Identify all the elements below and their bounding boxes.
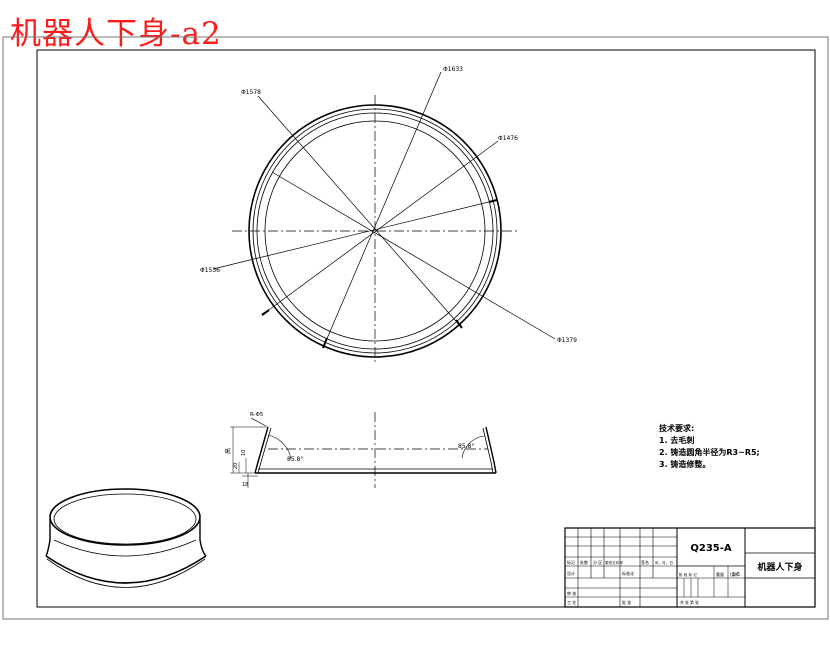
iso-top-rim bbox=[49, 488, 201, 546]
title-block bbox=[564, 527, 816, 608]
chamfer-label: R-Φ5 bbox=[250, 412, 264, 418]
offset-label: 20 bbox=[233, 463, 239, 469]
angle-arc-right bbox=[461, 435, 485, 459]
leader-d4 bbox=[212, 199, 498, 270]
tb-ratio: 比例 bbox=[730, 571, 738, 577]
arrow-tick bbox=[488, 199, 498, 203]
right-wall-outer bbox=[485, 426, 497, 474]
arrow-tick bbox=[455, 319, 463, 329]
part-name-label: 机器人下身 bbox=[757, 561, 802, 573]
tb-sign: 签名 bbox=[641, 559, 649, 565]
dim-label-d4: Φ1536 bbox=[200, 267, 220, 274]
arrow-tick bbox=[322, 337, 328, 349]
tb-mark: 标记 bbox=[567, 559, 575, 565]
title-block-text: Q235-A 机器人下身 1:5 标记 处数 分 区 更改文件号 签名 年、月、… bbox=[567, 543, 803, 605]
tb-date: 年、月、日 bbox=[655, 560, 673, 565]
tb-design: 设计 bbox=[567, 570, 575, 576]
tb-weight: 重量 bbox=[716, 571, 724, 577]
tb-doc: 更改文件号 bbox=[605, 560, 623, 565]
height-label: 高 bbox=[224, 448, 232, 454]
chamfer-leader bbox=[250, 417, 267, 427]
top-view: Φ1633 Φ1578 Φ1476 Φ1536 Φ1379 bbox=[200, 66, 577, 365]
tb-count: 处数 bbox=[580, 559, 588, 565]
tb-review: 审 核 bbox=[567, 590, 576, 596]
tech-notes-title: 技术要求: bbox=[659, 424, 695, 433]
angle-label-left: 85.8° bbox=[287, 456, 303, 463]
tech-note-item: 3. 铸造修整。 bbox=[659, 460, 711, 469]
iso-right-side bbox=[199, 519, 207, 557]
tb-sheet: 共 张 第 张 bbox=[680, 600, 699, 605]
leader-d1 bbox=[322, 71, 442, 349]
left-wall-inner bbox=[257, 427, 272, 474]
scale-label: 1:5 bbox=[732, 572, 740, 578]
dim-label-d1: Φ1633 bbox=[443, 66, 463, 73]
dim-label-d2: Φ1578 bbox=[241, 89, 261, 96]
iso-top-rim-inner bbox=[53, 493, 197, 545]
page-title: 机器人下身-a2 bbox=[10, 16, 222, 52]
left-wall-outer bbox=[254, 426, 269, 474]
iso-mid-band bbox=[53, 539, 197, 557]
arrow-tick bbox=[261, 309, 270, 316]
iso-bottom bbox=[45, 555, 207, 584]
sheet-outer-border bbox=[2, 36, 829, 620]
inner-label: 10 bbox=[241, 450, 247, 456]
tb-stage-mark: 阶 段 标 记 bbox=[679, 572, 697, 577]
sheet-inner-border bbox=[36, 49, 816, 608]
tech-note-item: 1. 去毛刺 bbox=[659, 436, 695, 445]
tb-approve: 批 准 bbox=[622, 599, 631, 605]
angle-arc-left bbox=[267, 434, 292, 460]
leader-d3 bbox=[261, 140, 499, 316]
tb-process: 工 艺 bbox=[567, 600, 576, 605]
dim-label-d5: Φ1379 bbox=[557, 337, 577, 344]
isometric-view bbox=[45, 488, 207, 588]
section-view: R-Φ5 85.8° 85.8° 高 10 20 18 bbox=[224, 412, 497, 488]
leader-d2 bbox=[257, 95, 463, 329]
tb-zone: 分 区 bbox=[593, 559, 602, 565]
tech-note-item: 2. 铸造圆角半径为R3~R5; bbox=[659, 448, 760, 457]
title-block-frame bbox=[564, 527, 816, 608]
iso-bottom-edge bbox=[46, 558, 206, 588]
angle-label-right: 85.8° bbox=[458, 443, 474, 450]
material-label: Q235-A bbox=[690, 543, 732, 554]
dim-label-d3: Φ1476 bbox=[498, 135, 518, 142]
iso-left-side bbox=[45, 519, 51, 557]
tb-standard: 标准化 bbox=[622, 570, 634, 576]
technical-requirements: 技术要求: 1. 去毛刺 2. 铸造圆角半径为R3~R5; 3. 铸造修整。 bbox=[659, 423, 779, 471]
leader-d5 bbox=[271, 171, 556, 340]
bottom-label: 18 bbox=[242, 482, 248, 488]
